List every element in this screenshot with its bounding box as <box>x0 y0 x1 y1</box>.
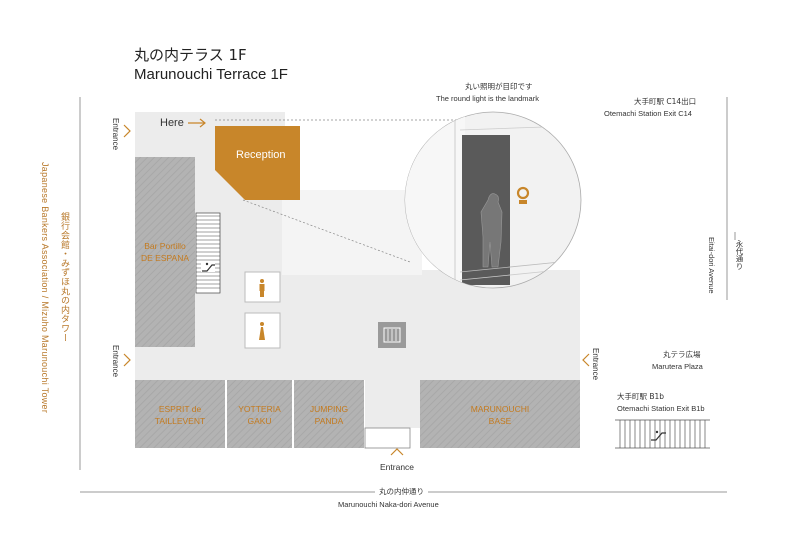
reception-area[interactable] <box>215 126 300 200</box>
entrance-label-right: Entrance <box>591 348 600 381</box>
escalator-icon <box>201 262 215 272</box>
page-title-ja: 丸の内テラス 1F <box>134 46 247 64</box>
landmark-caption-ja: 丸い照明が目印です <box>465 82 533 91</box>
shop-yotteria[interactable] <box>227 380 292 448</box>
page-title-en: Marunouchi Terrace 1F <box>134 66 288 83</box>
entrance-arrow-icon-left-bottom[interactable] <box>123 353 131 367</box>
exit-c14-ja: 大手町駅 C14出口 <box>634 97 697 106</box>
plaza-ja: 丸テラ広場 <box>663 350 701 359</box>
entrance-arrow-icon-right[interactable] <box>582 353 590 367</box>
entrance-arrow-icon-left-top[interactable] <box>123 124 131 138</box>
shop-jumping-panda[interactable] <box>294 380 364 448</box>
shop-esprit[interactable] <box>135 380 225 448</box>
here-arrow-icon <box>188 118 206 128</box>
shop-marunouchi-base[interactable] <box>420 380 580 448</box>
entrance-arrow-icon-bottom[interactable] <box>390 448 404 456</box>
side-building-en: Japanese Bankers Association / Mizuho Ma… <box>40 162 50 414</box>
stairs <box>195 212 221 294</box>
landmark-photo <box>404 111 582 289</box>
plaza-en: Marutera Plaza <box>652 362 703 371</box>
male-restroom-icon <box>259 279 265 297</box>
landmark-caption-en: The round light is the landmark <box>436 94 539 103</box>
shop-bar-portillo[interactable] <box>135 157 195 347</box>
here-label: Here <box>160 117 184 129</box>
floor-area <box>135 112 580 428</box>
entrance-label-left-bottom: Entrance <box>111 345 120 378</box>
side-building-ja: 銀行会館・みずほ丸の内タワー <box>59 212 69 343</box>
road-nakadori-ja: 丸の内仲通り <box>375 486 428 497</box>
female-restroom-icon <box>259 322 265 340</box>
road-eitai-en: Eitai-dori Avenue <box>707 237 716 294</box>
road-nakadori-en: Marunouchi Naka-dori Avenue <box>338 500 439 509</box>
reception-label[interactable]: Reception <box>236 149 286 161</box>
escalator-icon-b1b <box>651 430 666 441</box>
exit-b1b-en: Otemachi Station Exit B1b <box>617 404 705 413</box>
entrance-label-left-top: Entrance <box>111 118 120 151</box>
exit-c14-en: Otemachi Station Exit C14 <box>604 109 692 118</box>
b1b-stairs <box>615 419 710 449</box>
exit-b1b-ja: 大手町駅 B1b <box>617 392 665 401</box>
road-eitai-ja: 永代通り <box>735 240 744 270</box>
entrance-label-bottom: Entrance <box>380 462 415 472</box>
